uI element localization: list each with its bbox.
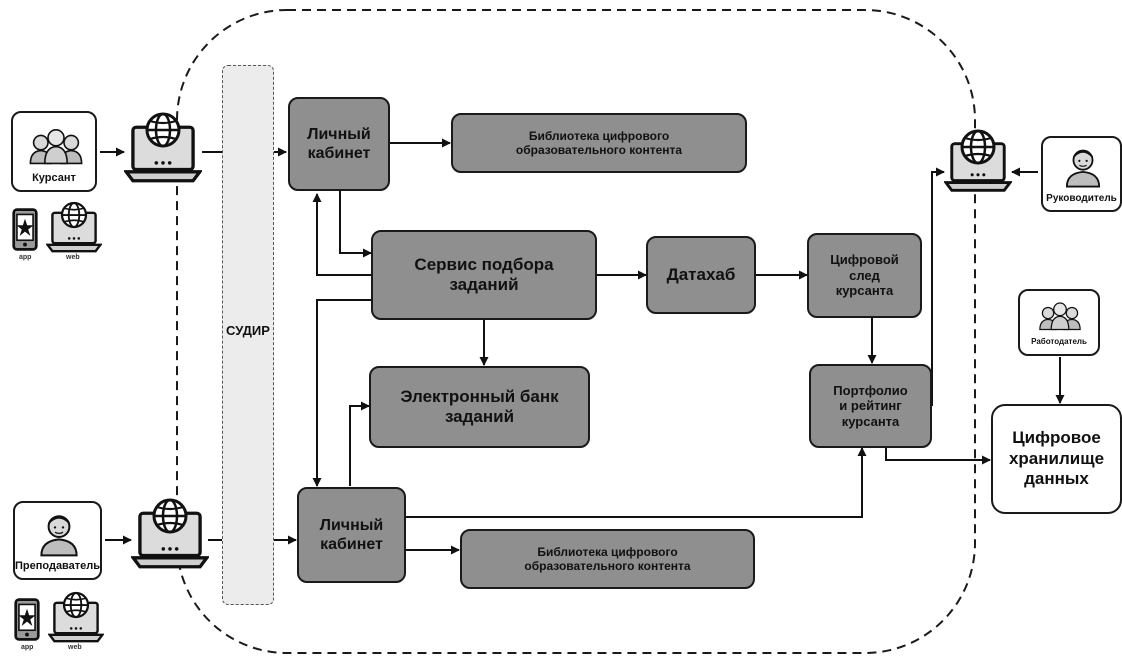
actor-rukovoditel-label: Руководитель bbox=[1046, 193, 1117, 204]
node-bank: Электронный банк заданий bbox=[369, 366, 590, 448]
platform-boundary bbox=[176, 9, 976, 654]
actor-kursant-label: Курсант bbox=[32, 172, 76, 184]
edge-cabinet-portfolio bbox=[406, 447, 867, 518]
node-bank-label: Электронный банк заданий bbox=[400, 386, 559, 426]
node-library-bottom: Библиотека цифрового образовательного ко… bbox=[460, 529, 755, 589]
node-digital-trace-label: Цифровой след курсанта bbox=[830, 252, 899, 299]
laptop-globe-icon bbox=[46, 201, 102, 253]
node-storage: Цифровое хранилище данных bbox=[991, 404, 1122, 514]
node-service: Сервис подбора заданий bbox=[371, 230, 597, 320]
device-label-app: app bbox=[21, 644, 34, 651]
node-cabinet-top-label: Личный кабинет bbox=[307, 125, 371, 162]
edge-service-cabinet bbox=[312, 193, 371, 276]
actor-rabotodatel: Работодатель bbox=[1018, 289, 1100, 356]
people-group-icon bbox=[1039, 302, 1081, 331]
node-portfolio-label: Портфолио и рейтинг курсанта bbox=[833, 382, 908, 429]
sudir-label: СУДИР bbox=[226, 323, 270, 338]
edge-cabinet-bank bbox=[349, 401, 370, 486]
person-icon bbox=[40, 515, 78, 557]
people-group-icon bbox=[29, 129, 83, 165]
sudir-band bbox=[222, 65, 274, 605]
device-label-web: web bbox=[68, 644, 82, 651]
device-label-app: app bbox=[19, 254, 32, 261]
node-library-top-label: Библиотека цифрового образовательного ко… bbox=[515, 128, 683, 157]
actor-prepodavatel: Преподаватель bbox=[13, 501, 102, 580]
laptop-globe-icon bbox=[131, 498, 209, 569]
laptop-globe-icon bbox=[944, 129, 1012, 192]
actor-rabotodatel-label: Работодатель bbox=[1031, 337, 1087, 346]
node-service-label: Сервис подбора заданий bbox=[414, 254, 554, 294]
actor-rukovoditel: Руководитель bbox=[1041, 136, 1122, 212]
node-cabinet-bottom-label: Личный кабинет bbox=[319, 516, 384, 553]
phone-app-icon bbox=[12, 208, 38, 251]
node-library-bottom-label: Библиотека цифрового образовательного ко… bbox=[524, 544, 691, 573]
node-datahub: Датахаб bbox=[646, 236, 756, 314]
edge-service-cabinet-bottom bbox=[312, 299, 371, 487]
node-library-top: Библиотека цифрового образовательного ко… bbox=[451, 113, 747, 173]
node-cabinet-bottom: Личный кабинет bbox=[297, 487, 406, 583]
node-cabinet-top: Личный кабинет bbox=[288, 97, 390, 191]
node-digital-trace: Цифровой след курсанта bbox=[807, 233, 922, 318]
node-portfolio: Портфолио и рейтинг курсанта bbox=[809, 364, 932, 448]
person-icon bbox=[1065, 149, 1101, 188]
laptop-globe-icon bbox=[48, 591, 104, 643]
actor-prepodavatel-label: Преподаватель bbox=[15, 560, 101, 572]
edge-portfolio-laptop bbox=[931, 167, 945, 406]
actor-kursant: Курсант bbox=[11, 111, 97, 192]
node-storage-label: Цифровое хранилище данных bbox=[1008, 428, 1105, 489]
node-datahub-label: Датахаб bbox=[666, 264, 736, 284]
edge-cabinet-service bbox=[339, 190, 372, 258]
device-label-web: web bbox=[66, 254, 80, 261]
edge-portfolio-storage bbox=[885, 448, 991, 465]
phone-app-icon bbox=[14, 598, 40, 641]
laptop-globe-icon bbox=[124, 112, 202, 183]
